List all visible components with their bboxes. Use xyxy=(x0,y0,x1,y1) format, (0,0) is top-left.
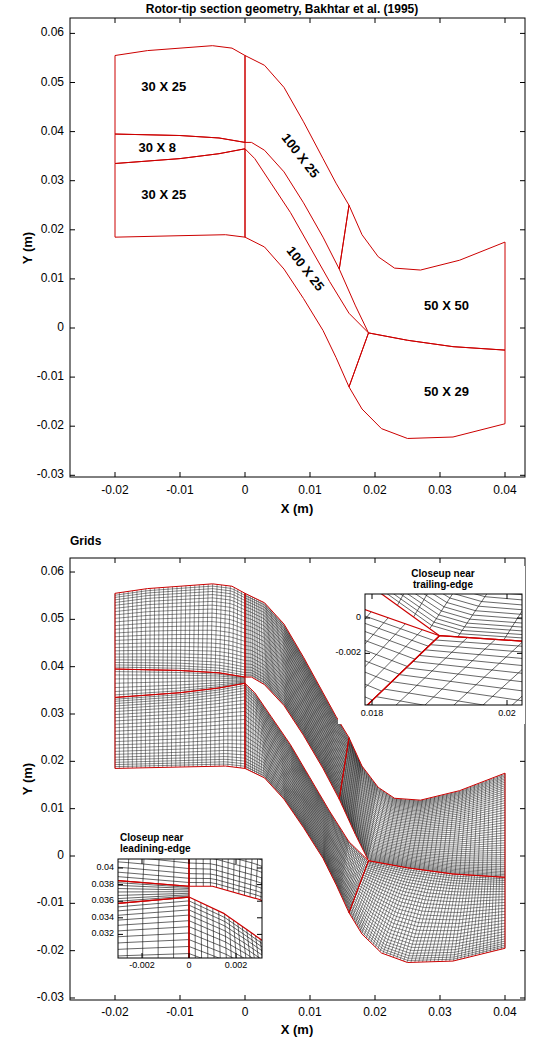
block-boundary xyxy=(365,594,440,705)
tick-label: 0.05 xyxy=(41,613,64,626)
tick-label: 0 xyxy=(242,1006,249,1019)
tick-label: 0.036 xyxy=(91,896,114,906)
tick-label: 0.01 xyxy=(298,484,321,497)
tick-marks xyxy=(365,594,522,705)
tick-label: 0.04 xyxy=(41,125,64,138)
tick-label: -0.02 xyxy=(37,944,64,957)
tick-label: 0.05 xyxy=(41,76,64,89)
tick-label: -0.02 xyxy=(37,420,64,433)
tick-label: -0.02 xyxy=(101,484,128,497)
tick-label: -0.03 xyxy=(37,469,64,482)
mesh-lines xyxy=(115,584,245,677)
tick-label: 0.002 xyxy=(225,961,248,971)
mesh-lines xyxy=(349,861,505,963)
tick-label: 0 xyxy=(57,849,64,862)
block-boundary xyxy=(115,46,245,143)
block-boundary xyxy=(115,584,245,677)
block-boundary xyxy=(118,872,189,922)
tick-label: 0.02 xyxy=(363,1006,386,1019)
mesh-lines xyxy=(118,859,189,886)
tick-label: 0.06 xyxy=(41,565,64,578)
axis-label: Y (m) xyxy=(21,232,35,264)
block-size-label: 30 X 8 xyxy=(138,141,176,155)
block-boundary xyxy=(365,636,522,705)
tick-label: 0.01 xyxy=(298,1006,321,1019)
block-boundary xyxy=(349,861,505,963)
block-size-label: 50 X 29 xyxy=(424,385,469,399)
block-boundary xyxy=(115,683,245,768)
tick-label: 0.01 xyxy=(41,802,64,815)
inset-mesh xyxy=(118,859,262,958)
block-boundary xyxy=(245,56,349,270)
tick-label: 0.02 xyxy=(363,484,386,497)
tick-label: 0.04 xyxy=(493,1006,516,1019)
geometry-plot xyxy=(115,46,505,439)
axes-frame xyxy=(118,859,262,958)
tick-marks xyxy=(70,18,525,477)
tick-label: 0 xyxy=(57,321,64,334)
block-boundary xyxy=(189,859,262,958)
inset-title: Closeup near leadining-edge xyxy=(120,832,230,854)
inset-panel xyxy=(90,828,268,974)
tick-marks xyxy=(118,859,262,958)
plot-title: Grids xyxy=(70,535,101,548)
tick-label: 0 xyxy=(242,484,249,497)
tick-label: 0.02 xyxy=(41,223,64,236)
tick-label: 0.018 xyxy=(361,709,384,719)
tick-label: 0.04 xyxy=(41,660,64,673)
tick-label: 0.04 xyxy=(96,863,114,873)
tick-label: 0.038 xyxy=(91,880,114,890)
block-size-label: 30 X 25 xyxy=(141,188,186,202)
block-boundary xyxy=(118,859,189,886)
tick-label: -0.002 xyxy=(335,648,361,658)
tick-label: -0.03 xyxy=(37,991,64,1004)
tick-label: 0 xyxy=(186,961,191,971)
axis-label: Y (m) xyxy=(21,763,35,795)
plot-title: Rotor-tip section geometry, Bakhtar et a… xyxy=(146,3,419,16)
tick-label: -0.01 xyxy=(166,484,193,497)
mesh-lines xyxy=(118,897,189,958)
axes-frame xyxy=(365,594,522,705)
axes-frame xyxy=(70,18,525,477)
block-boundary xyxy=(115,149,245,237)
tick-label: -0.01 xyxy=(37,371,64,384)
block-boundary xyxy=(118,897,189,958)
tick-label: 0.02 xyxy=(498,709,516,719)
inset-title: Closeup near trailing-edge xyxy=(393,568,493,590)
tick-label: -0.002 xyxy=(129,961,155,971)
mesh-lines xyxy=(115,683,245,768)
tick-label: 0.03 xyxy=(428,484,451,497)
tick-label: 0.06 xyxy=(41,27,64,40)
block-size-label: 100 X 25 xyxy=(283,244,326,294)
tick-label: -0.01 xyxy=(166,1006,193,1019)
mesh-lines xyxy=(365,594,440,705)
tick-label: 0.03 xyxy=(41,707,64,720)
block-size-label: 30 X 25 xyxy=(141,80,186,94)
tick-label: 0.03 xyxy=(428,1006,451,1019)
axis-label: X (m) xyxy=(281,1023,314,1037)
block-boundary xyxy=(189,897,262,958)
block-boundary xyxy=(365,594,522,698)
tick-label: 0.04 xyxy=(493,484,516,497)
tick-label: 0.032 xyxy=(91,929,114,939)
tick-label: 0 xyxy=(356,613,361,623)
block-size-label: 50 X 50 xyxy=(424,299,469,313)
tick-label: 0.03 xyxy=(41,174,64,187)
tick-label: 0.02 xyxy=(41,755,64,768)
block-boundary xyxy=(245,593,349,799)
block-boundary xyxy=(349,333,505,439)
tick-label: -0.01 xyxy=(37,897,64,910)
tick-label: 0.034 xyxy=(91,913,114,923)
inset-mesh xyxy=(365,594,522,705)
axis-label: X (m) xyxy=(281,502,314,516)
tick-label: -0.02 xyxy=(101,1006,128,1019)
block-boundary xyxy=(245,149,369,387)
mesh-lines xyxy=(365,636,522,705)
mesh-lines xyxy=(189,897,262,958)
tick-label: 0.01 xyxy=(41,272,64,285)
